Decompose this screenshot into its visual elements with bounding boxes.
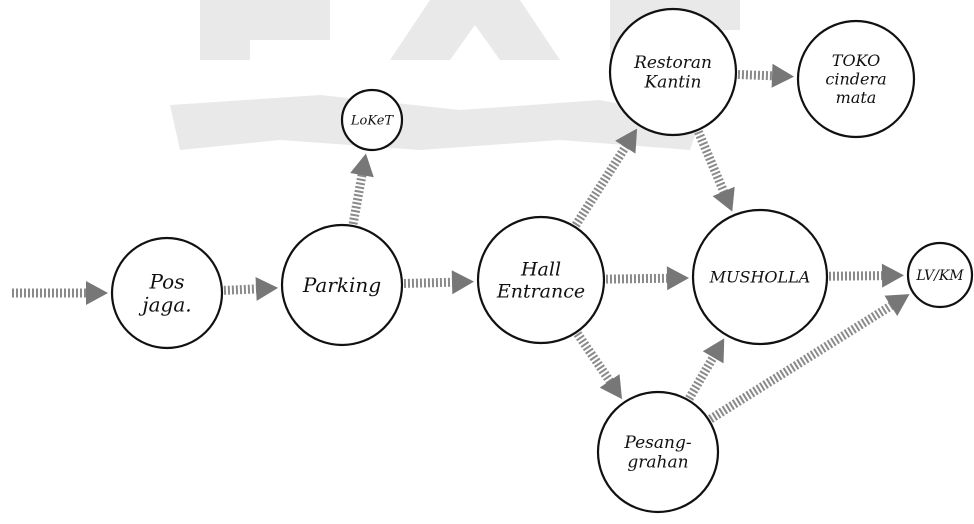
arrowhead-icon <box>771 63 795 88</box>
node-pesanggrahan: Pesang-grahan <box>596 390 720 514</box>
node-label: MUSHOLLA <box>709 268 811 287</box>
edge-line <box>828 271 891 281</box>
node-circle <box>476 215 606 345</box>
node-circle <box>340 88 404 152</box>
node-circle <box>906 241 974 309</box>
edge-line <box>403 277 461 288</box>
node-label: Pos <box>149 270 185 294</box>
edge-line <box>573 331 618 391</box>
node-circle <box>608 7 738 137</box>
node-label: LoKeT <box>350 114 395 129</box>
node-label: jaga. <box>138 293 191 317</box>
arrowhead-icon <box>451 270 475 295</box>
arrowhead-icon <box>255 276 279 301</box>
edge-hall-entrance-to-pesanggrahan <box>573 331 623 400</box>
edge-line <box>605 273 676 284</box>
arrowhead-icon <box>350 153 374 178</box>
node-circle <box>110 236 224 350</box>
edge-hall-entrance-to-restoran-kantin <box>572 128 638 228</box>
node-label: TOKO <box>832 51 880 70</box>
node-label: Parking <box>302 273 381 297</box>
edge-pos-jaga-to-parking <box>223 276 279 301</box>
arrowhead-icon <box>712 186 735 212</box>
edge-restoran-kantin-to-mushola <box>694 130 735 212</box>
edge-line <box>694 130 731 201</box>
arrowhead-icon <box>702 338 725 364</box>
node-parking: Parking <box>280 223 404 347</box>
edge-line <box>685 348 722 401</box>
edge-mushola-to-lv-km <box>828 263 905 288</box>
watermark-logo <box>170 0 740 150</box>
node-label: cindera <box>825 70 886 89</box>
edge-pesanggrahan-to-lv-km <box>708 294 910 423</box>
edge-parking-to-hall-entrance <box>403 270 475 295</box>
arrowhead-icon <box>884 294 910 316</box>
node-label: Entrance <box>496 281 585 303</box>
node-circle <box>691 208 829 346</box>
nodes-layer: Posjaga.ParkingLoKeTHallEntranceRestoran… <box>110 7 974 514</box>
node-label: Hall <box>520 259 561 281</box>
node-label: Restoran <box>633 53 712 73</box>
edge-line <box>708 297 901 423</box>
node-label: grahan <box>627 453 688 473</box>
node-circle <box>796 19 916 139</box>
node-label: Kantin <box>643 73 701 93</box>
node-lv-km: LV/KM <box>906 241 974 309</box>
node-circle <box>280 223 404 347</box>
edge-start-to-pos-jaga <box>12 281 108 305</box>
edge-parking-to-loket <box>348 153 374 225</box>
edge-line <box>572 137 634 228</box>
edge-restoran-kantin-to-toko-cindera-mata <box>737 63 795 88</box>
node-circle <box>596 390 720 514</box>
edge-pesanggrahan-to-mushola <box>685 338 725 401</box>
node-label: Pesang- <box>623 433 691 453</box>
node-label: LV/KM <box>915 268 964 284</box>
edge-line <box>348 166 368 225</box>
arrowhead-icon <box>86 281 108 305</box>
node-loket: LoKeT <box>340 88 404 152</box>
node-mushola: MUSHOLLA <box>691 208 829 346</box>
edges-layer <box>12 63 910 423</box>
arrowhead-icon <box>666 266 690 291</box>
arrowhead-icon <box>881 263 905 288</box>
arrowhead-icon <box>615 128 638 154</box>
arrowhead-icon <box>599 374 623 400</box>
edge-hall-entrance-to-mushola <box>605 266 690 291</box>
edge-line <box>737 69 781 81</box>
node-label: mata <box>836 88 877 107</box>
